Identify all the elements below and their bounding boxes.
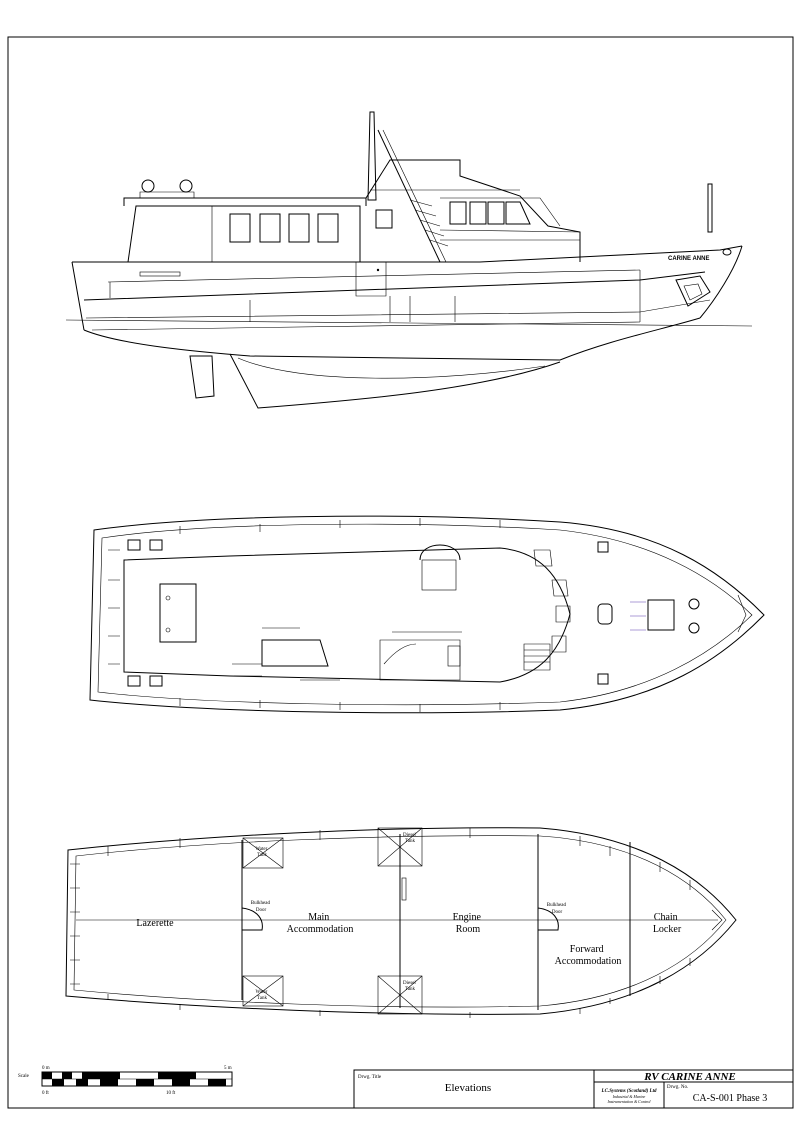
drawing-title: Elevations [445,1082,491,1094]
lower-deck-plan: Lazerette Main Accommodation Engine Room… [65,827,737,1018]
side-name-label: CARINE ANNE [668,256,709,262]
label-diesel-tank-top: Diesel Tank [403,833,417,844]
company-line-2: Industrial & Marine [612,1094,646,1099]
company-name: I.C.Systems (Scotland) Ltd [600,1089,657,1094]
room-lazerette: Lazerette [136,918,174,929]
room-engine-room: Engine Room [453,912,484,935]
company-line-3: Instrumentation & Control [607,1099,652,1104]
scale-imperial-mid: 10 ft [166,1091,176,1096]
drawing-no-caption: Drwg. No. [667,1085,688,1090]
label-water-tank-top: Water Tank [255,847,268,858]
drawing-number: CA-S-001 Phase 3 [693,1093,767,1104]
vessel-name: RV CARINE ANNE [643,1071,736,1083]
label-bulkhead-door-aft: Bulkhead Door [251,901,271,913]
scale-metric-end: 5 m [224,1066,232,1071]
label-water-tank-bottom: Water Tank [255,990,268,1001]
room-main-accommodation: Main Accommodation [287,912,354,935]
side-elevation: CARINE ANNE [65,111,753,409]
logo-badge [675,275,711,307]
label-bulkhead-door-fwd: Bulkhead Door [547,903,567,915]
drawing-title-caption: Drwg. Title [358,1075,382,1080]
title-block: Drwg. Title Elevations RV CARINE ANNE I.… [353,1069,794,1109]
scale-metric-start: 0 m [42,1066,50,1071]
scale-imperial-start: 0 ft [42,1091,49,1096]
label-diesel-tank-bottom: Diesel Tank [403,981,417,992]
scale-label: Scale [18,1074,30,1079]
aft-hatch [159,583,197,643]
tank-boxes [242,827,423,1015]
rudder [189,355,215,399]
scale-bar: Scale 0 m 5 m 0 ft 10 ft [18,1066,233,1096]
room-forward-accommodation: Forward Accommodation [555,944,622,967]
deck-plan [89,515,765,714]
room-chain-locker: Chain Locker [653,912,682,935]
